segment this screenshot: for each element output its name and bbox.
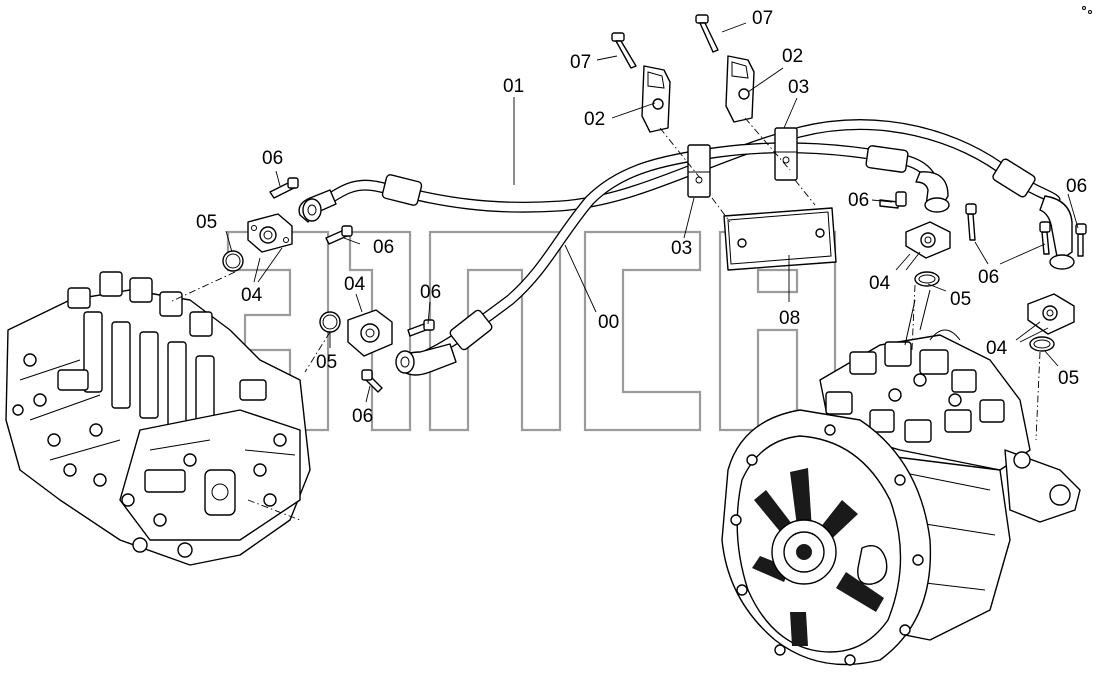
- assembly-center-lines: [169, 117, 1041, 521]
- o-ring-05-lower-right: [1029, 336, 1055, 352]
- elbow-fitting-right-lower: [1039, 195, 1075, 270]
- callout-02-right: 02: [782, 46, 803, 67]
- callout-06-g: 06: [1066, 176, 1087, 197]
- callout-06-e: 06: [848, 190, 869, 211]
- clamp-03-right: [774, 127, 798, 181]
- callout-00: 00: [598, 312, 619, 333]
- callout-05-c: 05: [950, 289, 971, 310]
- callout-06-a: 06: [262, 148, 283, 169]
- callout-06-b: 06: [373, 237, 394, 258]
- split-flange-04-upper-left: [247, 213, 293, 253]
- bolt-06-group-left: [269, 177, 435, 393]
- o-ring-05-lower-left: [319, 311, 341, 333]
- callout-04-a: 04: [241, 285, 263, 306]
- callout-05-b: 05: [316, 352, 337, 373]
- callout-05-d: 05: [1058, 368, 1079, 389]
- hose-00: [404, 142, 941, 368]
- bolt-07-right: [695, 14, 719, 53]
- callout-07-left: 07: [570, 52, 591, 73]
- callout-01: 01: [503, 76, 524, 97]
- callout-labels: 01 00 02 02 03 03 07 07 08 06 05 06 04 0…: [196, 8, 1087, 427]
- split-flange-04-lower-right: [1027, 293, 1075, 335]
- split-flange-04-lower-left: [347, 309, 393, 357]
- leader-lines: [225, 22, 1079, 403]
- elbow-fitting-left-upper: [298, 189, 337, 223]
- callout-07-right: 07: [752, 8, 773, 29]
- callout-06-c: 06: [420, 282, 441, 303]
- split-flange-04-upper-right: [905, 221, 951, 259]
- callout-05-a: 05: [196, 212, 217, 233]
- callout-04-d: 04: [986, 338, 1008, 359]
- hydraulic-pump-assembly: [721, 289, 1081, 666]
- control-valve-assembly: [5, 271, 311, 566]
- callout-04-c: 04: [869, 273, 891, 294]
- clamp-bracket-02-left: [641, 65, 671, 133]
- callout-02-left: 02: [584, 109, 605, 130]
- bolt-06-group-right: [879, 191, 1087, 257]
- plate-08: [723, 207, 837, 271]
- callout-08: 08: [779, 308, 800, 329]
- clamp-03-left: [687, 144, 711, 198]
- bolt-07-left: [611, 32, 637, 69]
- callout-06-d: 06: [352, 406, 373, 427]
- corner-mark: [1082, 6, 1092, 14]
- elbow-fitting-right-upper: [915, 171, 950, 213]
- callout-04-b: 04: [344, 274, 366, 295]
- clamp-bracket-02-right: [725, 55, 755, 123]
- o-ring-05-upper-right: [914, 271, 940, 287]
- hose-01: [312, 119, 1061, 213]
- o-ring-05-upper-left: [222, 250, 244, 272]
- callout-03-left: 03: [671, 238, 692, 259]
- callout-03-right: 03: [788, 77, 809, 98]
- callout-06-f: 06: [978, 267, 999, 288]
- elbow-fitting-left-lower: [395, 343, 457, 376]
